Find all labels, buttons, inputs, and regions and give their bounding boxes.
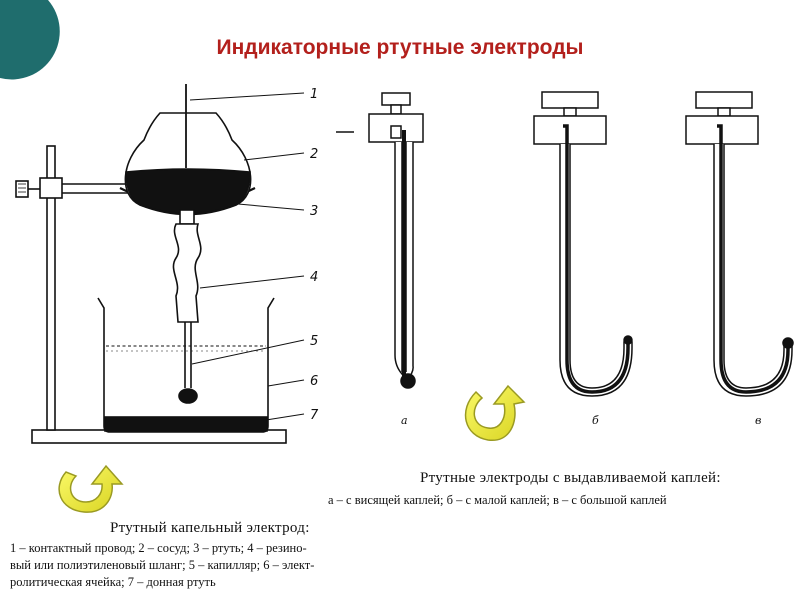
callout-7: 7 (310, 408, 319, 423)
electrode-small-drop (533, 91, 633, 397)
electrode-hanging-drop (368, 92, 424, 389)
return-arrow-icon (58, 464, 124, 513)
electrolytic-cell (97, 297, 275, 433)
left-caption-line-1: 1 – контактный провод; 2 – сосуд; 3 – рт… (10, 541, 307, 555)
return-arrow-icon (464, 384, 526, 441)
left-caption-body: 1 – контактный провод; 2 – сосуд; 3 – рт… (10, 540, 314, 591)
clamp-boss (39, 177, 63, 199)
large-drop (782, 337, 794, 349)
hanging-drop (400, 373, 416, 389)
callout-1: 1 (310, 87, 318, 102)
page-title: Индикаторные ртутные электроды (216, 36, 584, 59)
mercury-drop (178, 388, 198, 404)
dropping-mercury-electrode (15, 84, 305, 444)
callout-6: 6 (310, 374, 318, 389)
callout-4: 4 (310, 270, 318, 285)
electrode-large-drop (685, 91, 794, 397)
corner-decoration (0, 0, 60, 80)
left-caption-line-2: вый или полиэтиленовый шланг; 5 – капилл… (10, 558, 315, 572)
callout-2: 2 (310, 147, 318, 162)
left-caption-line-3: ролитическая ячейка; 7 – донная ртуть (10, 575, 216, 589)
stand-rod (46, 145, 56, 431)
label-b: б (592, 414, 599, 427)
callout-5: 5 (310, 334, 318, 349)
right-caption-title: Ртутные электроды с выдавливаемой каплей… (420, 470, 721, 486)
small-drop (623, 335, 633, 345)
mercury-pool (125, 168, 251, 215)
label-a: а (401, 414, 408, 427)
callout-3: 3 (310, 204, 318, 219)
hose (172, 223, 202, 323)
label-c: в (755, 414, 761, 427)
right-caption-line: а – с висящей каплей; б – с малой каплей… (328, 493, 667, 507)
bottom-mercury (104, 416, 268, 432)
clamp-screw (15, 180, 29, 198)
left-caption-title: Ртутный капельный электрод: (110, 520, 310, 536)
